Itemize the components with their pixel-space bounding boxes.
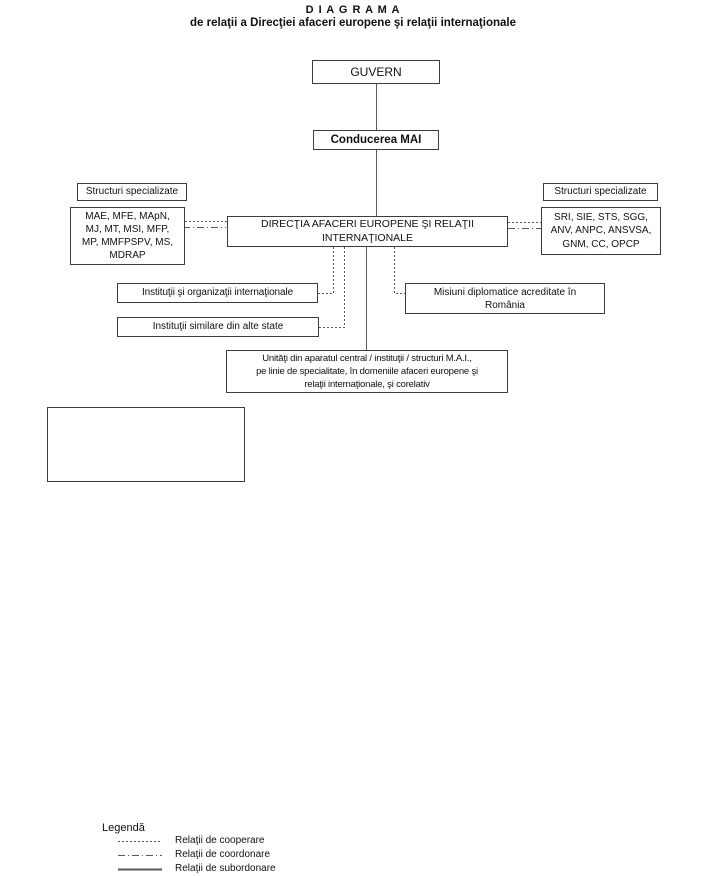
node-misiuni-diplomatice: Misiuni diplomatice acreditate în Români… [405, 283, 605, 314]
dashed-line-icon [118, 841, 162, 842]
node-left-structuri-specializate-header: Structuri specializate [77, 183, 187, 201]
node-left-structuri-specializate: MAE, MFE, MApN, MJ, MT, MSI, MFP, MP, MM… [70, 207, 185, 265]
node-institutii-organizatii-internationale: Instituţii şi organizaţii internaţionale [117, 283, 318, 303]
title-block: D I A G R A M A de relaţii a Direcţiei a… [0, 4, 706, 29]
legend-item-subordonare: Relaţii de subordonare [118, 863, 276, 876]
solid-line-icon [118, 868, 162, 871]
node-conducerea-mai: Conducerea MAI [313, 130, 439, 150]
legend-label: Relaţii de coordonare [175, 849, 271, 861]
node-directia-afaceri-europene: DIRECŢIA AFACERI EUROPENE ŞI RELAŢII INT… [227, 216, 508, 247]
node-right-structuri-specializate-header: Structuri specializate [543, 183, 658, 201]
node-right-structuri-specializate: SRI, SIE, STS, SGG, ANV, ANPC, ANSVSA, G… [541, 207, 661, 255]
connector-directia-similar-inst [319, 247, 345, 328]
node-unitati-mai: Unităţi din aparatul central / instituţi… [226, 350, 508, 393]
legend-title: Legendă [102, 822, 145, 834]
dash-dot-line-icon [118, 855, 162, 856]
legend-item-coordonare: Relaţii de coordonare [118, 849, 270, 862]
legend-label: Relaţii de cooperare [175, 835, 265, 847]
diagram-subtitle: de relaţii a Direcţiei afaceri europene … [190, 17, 516, 29]
node-guvern: GUVERN [312, 60, 440, 84]
connector-directia-missions [394, 247, 405, 294]
node-institutii-similare-alte-state: Instituţii similare din alte state [117, 317, 319, 337]
connector-directia-intl-orgs [318, 247, 334, 294]
legend-label: Relaţii de subordonare [175, 863, 276, 875]
legend-item-cooperare: Relaţii de cooperare [118, 835, 265, 848]
diagram-canvas: D I A G R A M A de relaţii a Direcţiei a… [0, 4, 706, 874]
diagram-title: D I A G R A M A [305, 4, 401, 16]
legend-box: Legendă Relaţii de cooperare Relaţii de … [47, 407, 276, 874]
